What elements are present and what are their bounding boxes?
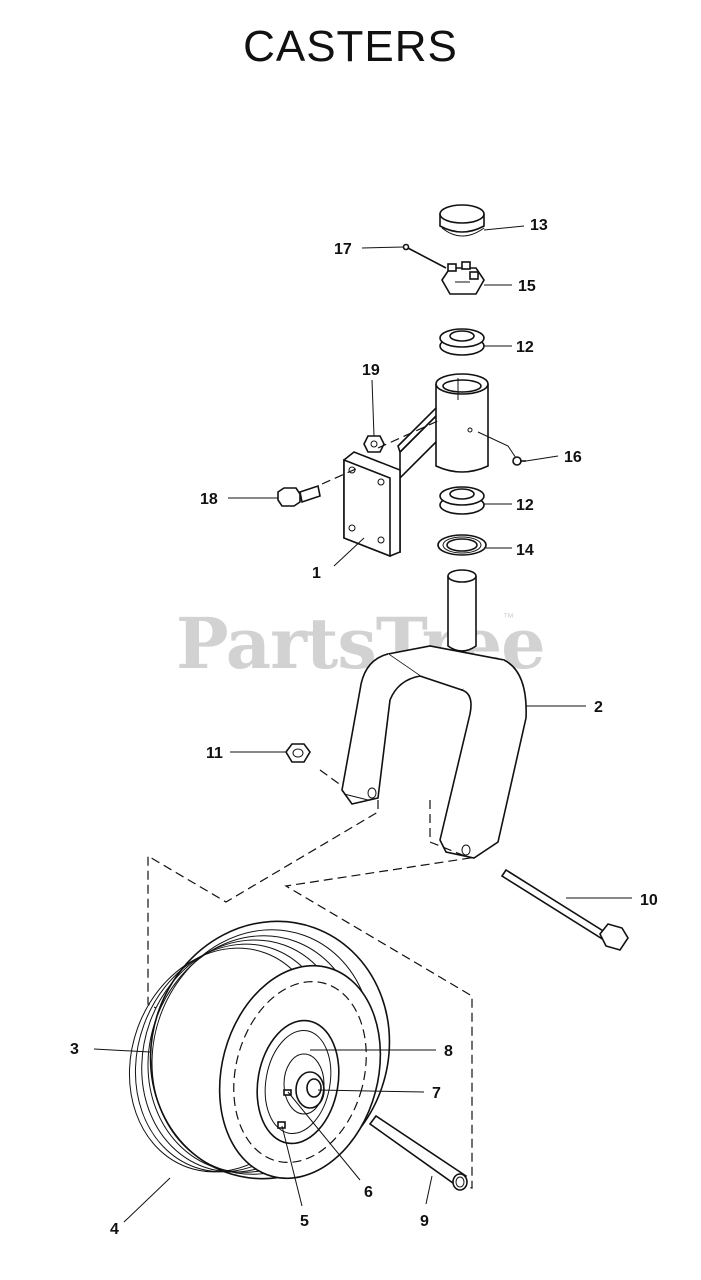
callout-16: 16	[564, 449, 582, 466]
callout-15: 15	[518, 278, 536, 295]
part-12-lower-bearing[interactable]	[439, 486, 485, 515]
callout-4: 4	[110, 1221, 119, 1238]
callout-13: 13	[530, 217, 548, 234]
part-15-castle-nut[interactable]	[441, 261, 485, 295]
callout-18: 18	[200, 491, 218, 508]
page-title: CASTERS	[243, 22, 458, 71]
callout-7: 7	[432, 1085, 441, 1102]
callout-12-lower: 12	[516, 497, 534, 514]
callout-8: 8	[444, 1043, 453, 1060]
callout-9: 9	[420, 1213, 429, 1230]
part-19-nut[interactable]	[363, 435, 385, 453]
part-10-axle-bolt[interactable]	[500, 868, 629, 951]
part-3-4-wheel-tire[interactable]	[99, 887, 426, 1212]
assembly-guide-lines	[147, 419, 473, 1189]
callout-6: 6	[364, 1184, 373, 1201]
part-17-cotter-pin[interactable]	[402, 243, 447, 269]
callout-19: 19	[362, 362, 380, 379]
part-1-frame-bracket[interactable]	[343, 373, 489, 558]
part-16-grease-fitting[interactable]	[512, 456, 526, 466]
callout-12-upper: 12	[516, 339, 534, 356]
part-7-8-hub-bearing[interactable]	[283, 1053, 325, 1115]
trademark-mark: ™	[503, 612, 514, 624]
callout-1: 1	[312, 565, 321, 582]
callout-17: 17	[334, 241, 352, 258]
part-9-spacer-tube[interactable]	[368, 1114, 468, 1191]
callout-11: 11	[206, 745, 223, 762]
part-12-upper-bearing[interactable]	[439, 328, 485, 356]
callout-5: 5	[300, 1213, 309, 1230]
part-5-6-fittings[interactable]	[277, 1089, 292, 1129]
part-14-seal[interactable]	[437, 534, 487, 556]
callout-14: 14	[516, 542, 534, 559]
part-18-bolt[interactable]	[277, 484, 321, 507]
callout-2: 2	[594, 699, 603, 716]
leader-lines	[93, 225, 632, 1223]
part-11-nut[interactable]	[285, 743, 311, 763]
part-2-caster-fork[interactable]	[341, 569, 527, 859]
part-13-cap[interactable]	[439, 204, 485, 237]
callout-3: 3	[70, 1041, 79, 1058]
callout-10: 10	[640, 892, 658, 909]
